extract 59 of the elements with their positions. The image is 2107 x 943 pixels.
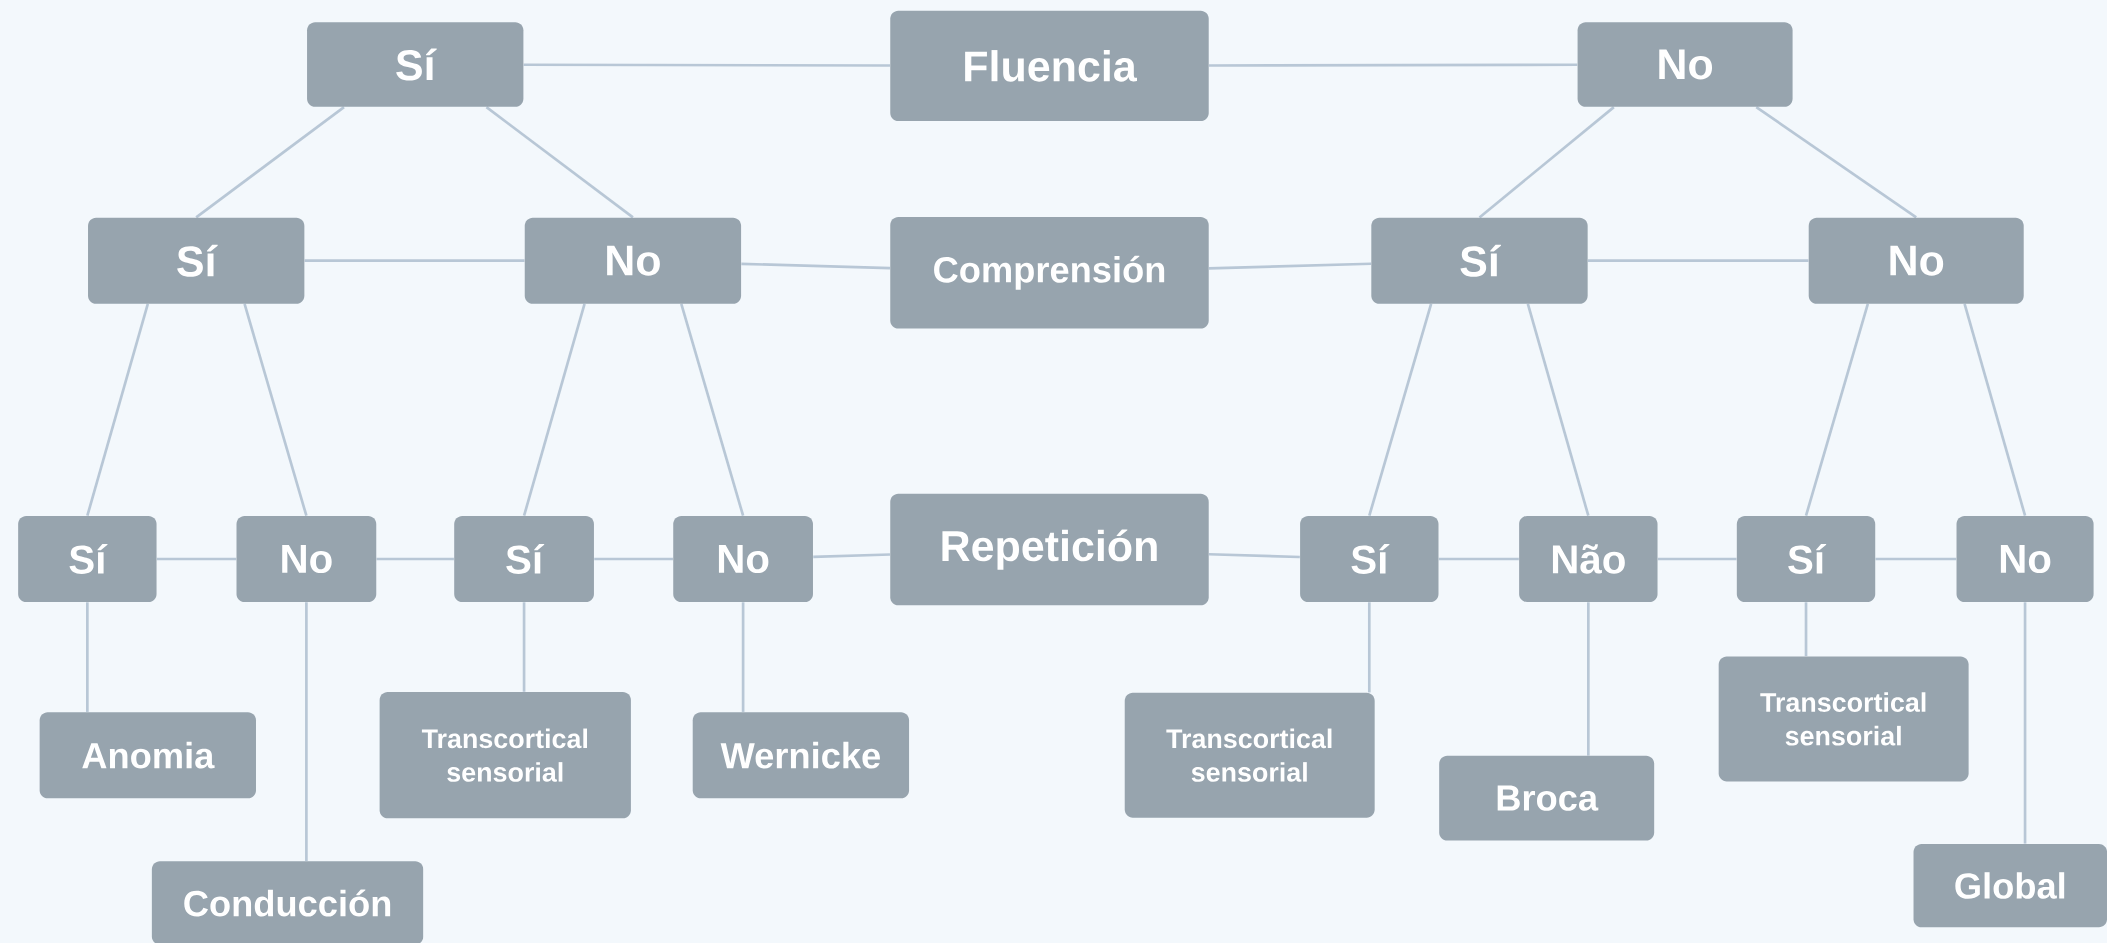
connector-line [741, 602, 745, 712]
connector-line [2023, 602, 2027, 844]
connector-line [1755, 105, 1917, 219]
connector-line [523, 63, 890, 67]
connector-line [1478, 105, 1615, 219]
connector-line [522, 303, 586, 516]
connector-line [1657, 557, 1737, 561]
decision-box: Comprensión [890, 216, 1209, 329]
decision-box: Wernicke [692, 712, 910, 799]
decision-box: Sí [1736, 515, 1876, 602]
decision-box: Sí [18, 515, 157, 602]
decision-box: No [1577, 22, 1793, 107]
decision-box: Não [1519, 515, 1658, 602]
connector-line [1209, 63, 1578, 67]
connector-line [1438, 557, 1519, 561]
decision-box: No [236, 515, 377, 602]
decision-box: No [1956, 515, 2094, 602]
connector-line [1367, 602, 1371, 693]
decision-box: Sí [88, 217, 305, 304]
connector-line [1208, 552, 1300, 559]
decision-box: No [673, 515, 813, 602]
decision-box: Anomia [39, 712, 256, 799]
decision-box: No [524, 217, 742, 304]
connector-line [86, 303, 150, 516]
decision-box: Transcortical sensorial [1718, 656, 1969, 782]
connector-line [680, 303, 745, 516]
connector-line [156, 557, 237, 561]
connector-line [813, 553, 891, 559]
connector-line [522, 602, 526, 692]
connector-line [1963, 303, 2027, 516]
decision-box: Sí [1371, 217, 1588, 304]
connector-line [304, 259, 525, 262]
decision-box: Sí [307, 22, 524, 107]
decision-box: Global [1913, 843, 2107, 928]
decision-box: No [1808, 217, 2024, 304]
connector-line [1526, 303, 1590, 516]
decision-box: Transcortical sensorial [379, 691, 631, 819]
decision-box: Sí [454, 515, 594, 602]
decision-box: Broca [1439, 755, 1655, 841]
connector-line [485, 105, 634, 219]
decision-box: Fluencia [890, 10, 1209, 121]
decision-box: Repetición [890, 493, 1209, 606]
connector-line [1587, 259, 1809, 262]
connector-line [1804, 303, 1870, 516]
connector-line [741, 262, 891, 270]
connector-line [1875, 557, 1957, 561]
connector-line [86, 602, 89, 712]
connector-line [195, 105, 345, 219]
decision-box: Sí [1300, 515, 1439, 602]
connector-line [1368, 303, 1433, 516]
connector-line [376, 557, 454, 561]
connector-line [594, 557, 673, 561]
connector-line [1587, 602, 1590, 756]
decision-box: Transcortical sensorial [1124, 692, 1375, 818]
decision-box: Conducción [151, 861, 424, 943]
connector-line [1804, 602, 1808, 656]
connector-line [243, 303, 308, 516]
connector-line [305, 602, 308, 861]
connector-line [1208, 262, 1372, 270]
